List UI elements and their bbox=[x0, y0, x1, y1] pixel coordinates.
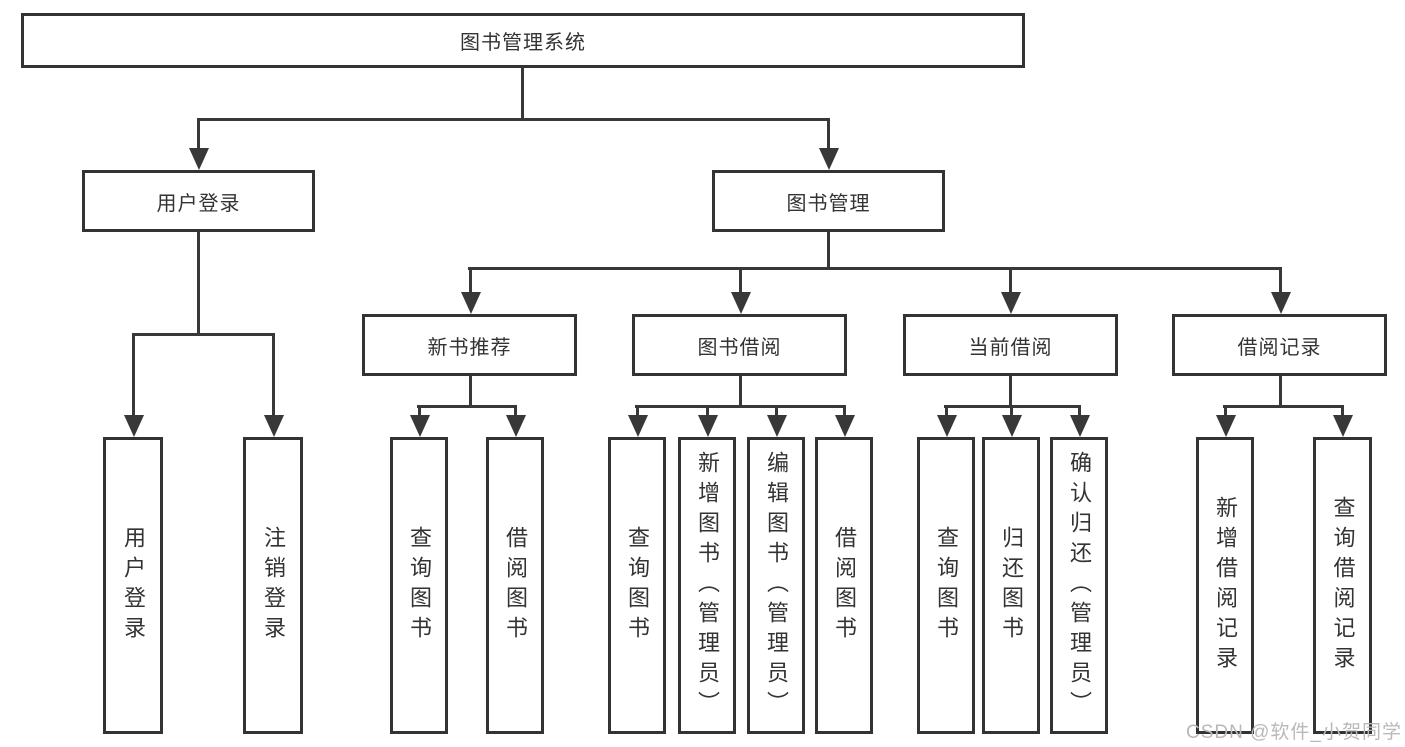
leaf-nbr-borrow-books: 借阅图书 bbox=[486, 437, 544, 734]
connector-book-management-stem bbox=[827, 232, 830, 269]
connector-arrow-br-add bbox=[1215, 405, 1236, 437]
node-root-label: 图书管理系统 bbox=[460, 32, 586, 54]
connector-user-login-splitter bbox=[132, 333, 275, 336]
node-current-borrow-label: 当前借阅 bbox=[968, 336, 1053, 359]
connector-arrow-borrow-records bbox=[1270, 267, 1291, 314]
leaf-br-query-record-label: 查询借阅记录 bbox=[1330, 495, 1356, 676]
connector-current-borrow-stem bbox=[1009, 376, 1012, 407]
leaf-logout: 注销登录 bbox=[243, 437, 303, 734]
node-user-login: 用户登录 bbox=[82, 170, 315, 232]
connector-arrow-cb-confirm bbox=[1069, 405, 1090, 437]
connector-arrow-cb-return bbox=[1001, 405, 1022, 437]
connector-borrow-records-stem bbox=[1279, 376, 1282, 407]
connector-arrow-book-borrow bbox=[730, 267, 751, 314]
connector-arrow-leaf-user-login bbox=[123, 333, 144, 437]
leaf-user-login: 用户登录 bbox=[103, 437, 163, 734]
leaf-nbr-borrow-books-label: 借阅图书 bbox=[503, 525, 528, 646]
leaf-user-login-label: 用户登录 bbox=[121, 525, 146, 646]
connector-arrow-bb-edit bbox=[766, 405, 787, 437]
connector-arrow-bb-add bbox=[697, 405, 718, 437]
connector-arrow-nbr-query bbox=[409, 405, 430, 437]
connector-borrow-records-splitter bbox=[1223, 405, 1344, 408]
node-book-management: 图书管理 bbox=[712, 170, 945, 232]
connector-arrow-br-query bbox=[1332, 405, 1353, 437]
leaf-cb-confirm-return-admin-label: 确认归还（管理员） bbox=[1067, 450, 1092, 721]
node-new-book-recommend-label: 新书推荐 bbox=[427, 336, 512, 359]
node-borrow-records: 借阅记录 bbox=[1172, 314, 1387, 376]
leaf-nbr-query-books: 查询图书 bbox=[390, 437, 448, 734]
connector-book-management-splitter bbox=[468, 267, 1282, 270]
leaf-bb-borrow-books-label: 借阅图书 bbox=[832, 525, 857, 646]
leaf-cb-confirm-return-admin: 确认归还（管理员） bbox=[1050, 437, 1108, 734]
connector-arrow-nbr-borrow bbox=[505, 405, 526, 437]
leaf-cb-query-books: 查询图书 bbox=[917, 437, 975, 734]
leaf-cb-return-books: 归还图书 bbox=[982, 437, 1040, 734]
leaf-cb-return-books-label: 归还图书 bbox=[999, 525, 1024, 646]
leaf-bb-add-books-admin-label: 新增图书（管理员） bbox=[695, 450, 720, 721]
node-book-borrow: 图书借阅 bbox=[632, 314, 847, 376]
connector-arrow-cb-query bbox=[936, 405, 957, 437]
node-current-borrow: 当前借阅 bbox=[903, 314, 1118, 376]
connector-arrow-bb-borrow bbox=[834, 405, 855, 437]
leaf-logout-label: 注销登录 bbox=[261, 525, 286, 646]
leaf-bb-add-books-admin: 新增图书（管理员） bbox=[678, 437, 736, 734]
connector-arrow-new-book-recommend bbox=[460, 267, 481, 314]
leaf-nbr-query-books-label: 查询图书 bbox=[407, 525, 432, 646]
connector-book-borrow-splitter bbox=[635, 405, 846, 408]
connector-root-splitter bbox=[197, 118, 830, 121]
connector-book-borrow-stem bbox=[739, 376, 742, 407]
node-new-book-recommend: 新书推荐 bbox=[362, 314, 577, 376]
node-root: 图书管理系统 bbox=[21, 13, 1025, 68]
connector-arrow-bb-query bbox=[627, 405, 648, 437]
node-user-login-label: 用户登录 bbox=[156, 192, 241, 215]
node-book-borrow-label: 图书借阅 bbox=[697, 336, 782, 359]
connector-root-stem bbox=[521, 68, 524, 121]
leaf-bb-edit-books-admin-label: 编辑图书（管理员） bbox=[764, 450, 789, 721]
leaf-cb-query-books-label: 查询图书 bbox=[934, 525, 959, 646]
connector-arrow-user-login bbox=[188, 118, 209, 170]
leaf-bb-query-books: 查询图书 bbox=[608, 437, 666, 734]
leaf-bb-query-books-label: 查询图书 bbox=[625, 525, 650, 646]
csdn-watermark: CSDN @软件_小贺同学 bbox=[1186, 722, 1402, 743]
leaf-br-query-record: 查询借阅记录 bbox=[1313, 437, 1372, 734]
connector-arrow-book-management bbox=[818, 118, 839, 170]
leaf-br-add-record-label: 新增借阅记录 bbox=[1213, 495, 1238, 676]
connector-user-login-stem bbox=[197, 232, 200, 335]
leaf-bb-edit-books-admin: 编辑图书（管理员） bbox=[747, 437, 805, 734]
connector-new-book-recommend-splitter bbox=[417, 405, 517, 408]
leaf-br-add-record: 新增借阅记录 bbox=[1196, 437, 1254, 734]
connector-arrow-current-borrow bbox=[1000, 267, 1021, 314]
connector-arrow-leaf-logout bbox=[263, 333, 284, 437]
node-book-management-label: 图书管理 bbox=[786, 192, 871, 215]
node-borrow-records-label: 借阅记录 bbox=[1237, 336, 1322, 359]
leaf-bb-borrow-books: 借阅图书 bbox=[815, 437, 873, 734]
connector-new-book-recommend-stem bbox=[469, 376, 472, 407]
